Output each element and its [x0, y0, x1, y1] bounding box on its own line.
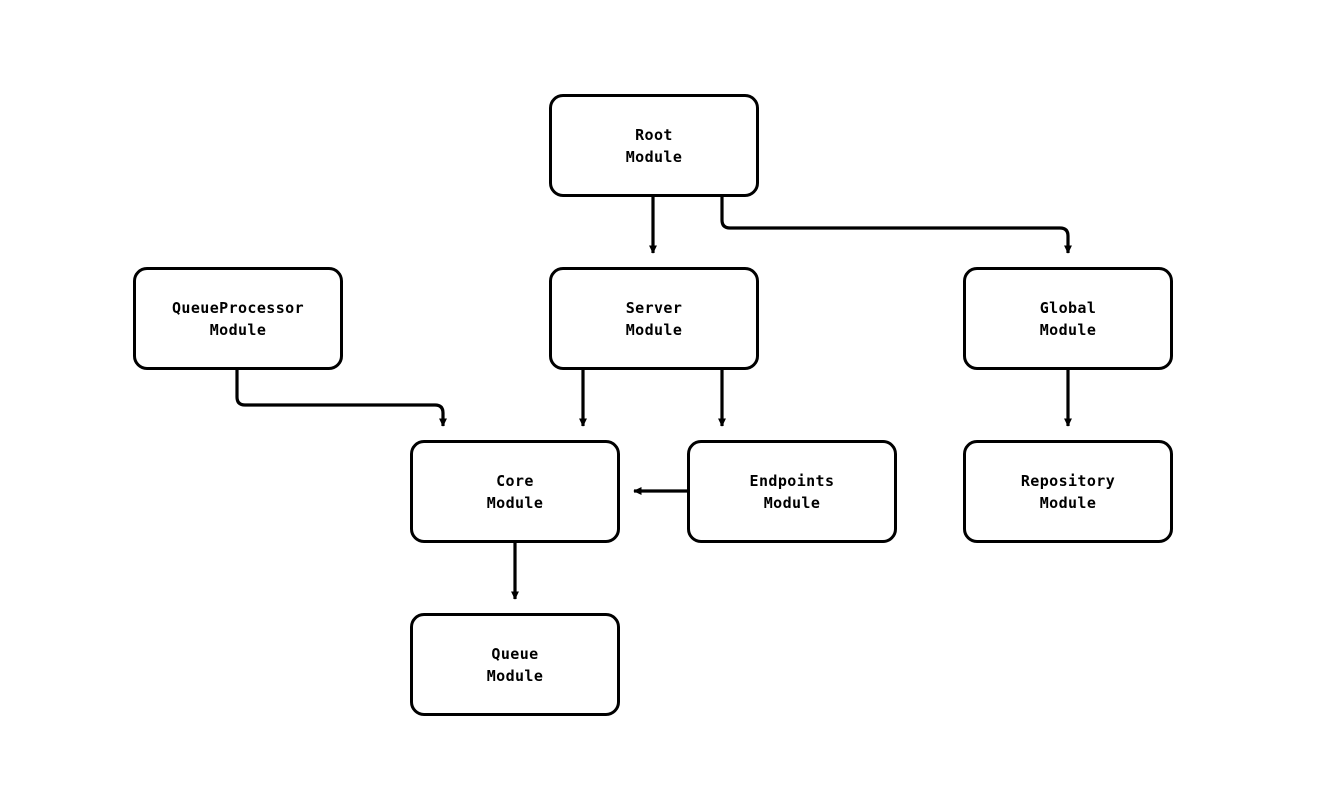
node-label-line2: Module [486, 666, 544, 685]
node-label-line1: Endpoints [749, 471, 835, 490]
node-root-module[interactable]: Root Module [549, 94, 759, 197]
node-core-module[interactable]: Core Module [410, 440, 620, 543]
node-label-line1: Repository [1020, 471, 1116, 490]
node-label-line1: QueueProcessor [171, 298, 305, 317]
node-label-line2: Module [625, 320, 683, 339]
node-label-line1: Server [625, 298, 683, 317]
node-queue-module[interactable]: Queue Module [410, 613, 620, 716]
node-global-module[interactable]: Global Module [963, 267, 1173, 370]
node-label-line1: Global [1039, 298, 1097, 317]
node-label-line2: Module [209, 320, 267, 339]
node-label-line2: Module [625, 147, 683, 166]
node-queueprocessor-module[interactable]: QueueProcessor Module [133, 267, 343, 370]
node-label-line2: Module [763, 493, 821, 512]
node-server-module[interactable]: Server Module [549, 267, 759, 370]
edge-root-to-global [720, 197, 1072, 254]
node-label-line2: Module [1039, 320, 1097, 339]
node-label-line2: Module [1039, 493, 1097, 512]
node-label-line1: Root [635, 125, 673, 144]
node-label-line1: Core [496, 471, 534, 490]
node-repository-module[interactable]: Repository Module [963, 440, 1173, 543]
node-endpoints-module[interactable]: Endpoints Module [687, 440, 897, 543]
node-label-line2: Module [486, 493, 544, 512]
node-label-line1: Queue [491, 644, 539, 663]
edge-queueprocessor-to-core [235, 370, 447, 427]
